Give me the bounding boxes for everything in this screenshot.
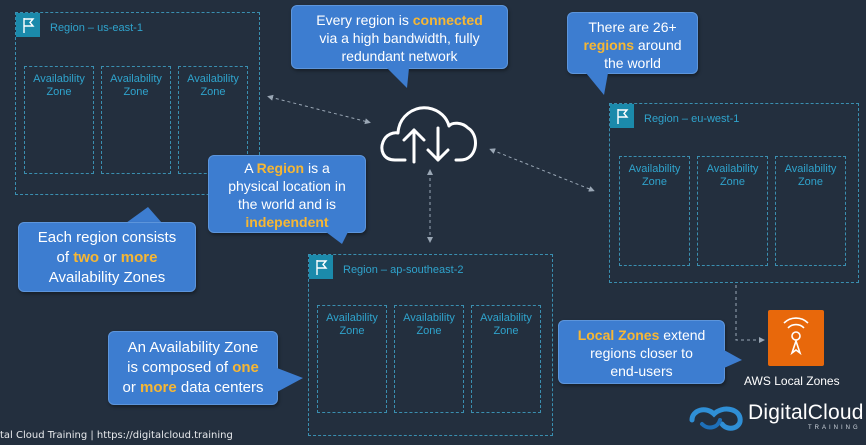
callout-az-definition: An Availability Zone is composed of one … bbox=[108, 331, 278, 405]
callout-tail bbox=[387, 68, 409, 88]
digitalcloud-logo-icon bbox=[689, 406, 743, 431]
local-zones-icon bbox=[768, 310, 824, 366]
callout-local-zones: Local Zones extend regions closer to end… bbox=[558, 320, 725, 384]
region-label: Region – eu-west-1 bbox=[644, 113, 740, 125]
arrow-eu-west-to-local-zones bbox=[735, 285, 765, 343]
brand-subtitle: TRAINING bbox=[808, 425, 861, 431]
callout-each-region: Each region consists of two or more Avai… bbox=[18, 222, 196, 292]
digitalcloud-logo: DigitalCloud TRAINING bbox=[688, 398, 866, 434]
arrow-us-east-to-cloud bbox=[267, 94, 371, 125]
callout-connected: Every region is connected via a high ban… bbox=[291, 5, 508, 69]
callout-tail bbox=[126, 207, 162, 223]
cloud-upload-download-icon bbox=[380, 106, 477, 164]
callout-tail bbox=[586, 73, 608, 95]
callout-region-definition: A Region is a physical location in the w… bbox=[208, 155, 366, 233]
region-label: Region – us-east-1 bbox=[50, 22, 143, 34]
footer-text: tal Cloud Training | https://digitalclou… bbox=[0, 430, 233, 441]
callout-tail bbox=[724, 350, 742, 368]
callout-tail bbox=[326, 232, 348, 244]
region-label: Region – ap-southeast-2 bbox=[343, 264, 464, 276]
arrow-cloud-to-eu-west bbox=[489, 148, 595, 192]
callout-region-count: There are 26+ regions around the world bbox=[567, 12, 698, 74]
callout-tail bbox=[277, 368, 303, 392]
local-zones-label: AWS Local Zones bbox=[744, 374, 840, 388]
region-flag-icon bbox=[16, 13, 40, 37]
brand-name: DigitalCloud bbox=[748, 401, 864, 424]
region-flag-icon bbox=[610, 104, 634, 128]
region-flag-icon bbox=[309, 255, 333, 279]
